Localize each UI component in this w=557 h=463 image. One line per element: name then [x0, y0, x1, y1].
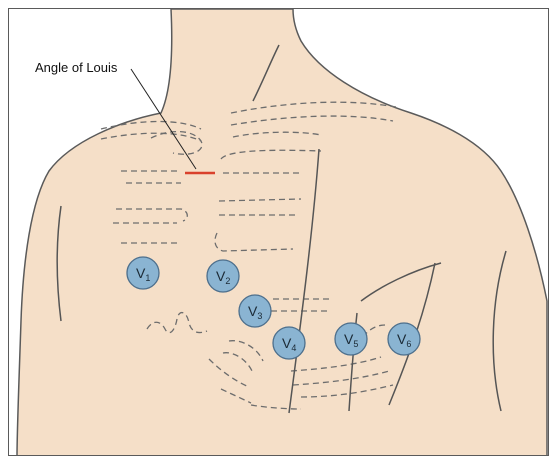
- torso-skin: [17, 9, 547, 456]
- electrode-v1: V1: [127, 257, 159, 289]
- electrode-v2: V2: [207, 260, 239, 292]
- electrode-v5: V5: [335, 323, 367, 355]
- electrode-v3: V3: [239, 295, 271, 327]
- electrode-v4: V4: [273, 327, 305, 359]
- angle-of-louis-label: Angle of Louis: [35, 60, 118, 75]
- electrode-v6: V6: [388, 323, 420, 355]
